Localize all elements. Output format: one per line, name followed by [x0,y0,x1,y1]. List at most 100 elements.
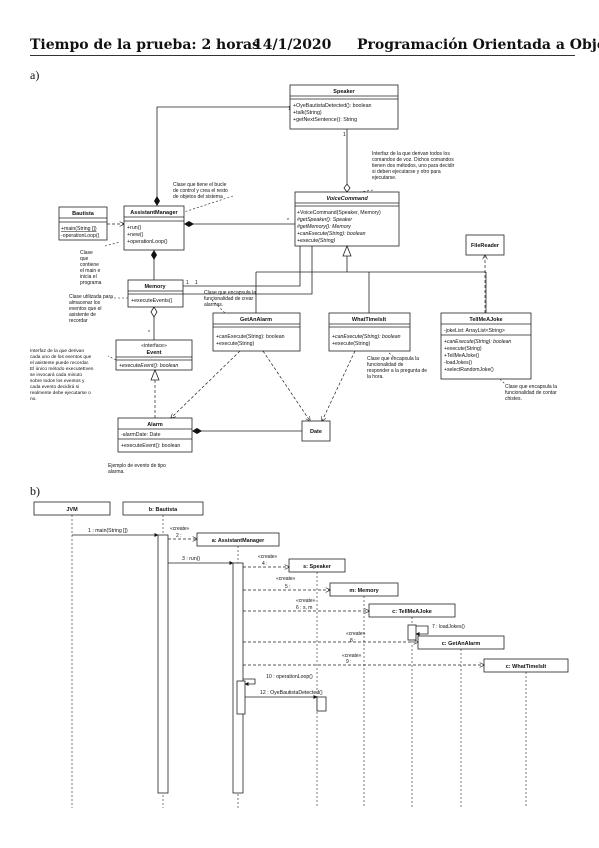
class-getanalarm-op: +execute(String) [216,341,254,347]
note-line: Interfaz de la que derivan todos los [372,151,450,157]
lifeline-assistant: a: AssistantManager [196,532,280,808]
note-get-an-alarm: Clase que encapsula la funcionalidad de … [204,290,256,308]
note-line: funcionalidad de contar [505,390,557,396]
lifeline-what-time-is-it: c: WhatTimeIsIt [483,658,569,808]
note-line: el main e [80,268,101,274]
class-whattime-op: +canExecute(String): boolean [332,334,401,340]
class-voice-op: #getSpeaker(): Speaker [297,217,352,223]
multiplicity: 1 [186,280,189,286]
note-line: funcionalidad de [367,362,404,368]
class-tellmeajoke-op: +canExecute(String): boolean [444,339,511,345]
class-assistant-op: +new() [127,232,144,238]
interface-event-op: +executeEvent(): boolean [119,363,178,369]
class-voice-op: +execute(String) [297,238,335,244]
class-tellmeajoke-name: TellMeAJoke [469,317,502,323]
lifeline-memory: m: Memory [329,582,399,808]
note-line: ejecutarse. [372,175,396,181]
note-line: la hora. [367,374,384,380]
multiplicity: 1 [288,106,291,112]
interface-event: «interface» Event +executeEvent(): boole… [115,339,193,371]
message-label: 8 : [350,638,356,644]
interface-event-name: Event [147,350,162,356]
class-whattime-name: WhatTimeIsIt [352,317,386,323]
class-speaker-op: +OyeBautistaDetected(): boolean [293,103,372,109]
note-line: Clase que encapsula la [367,356,419,362]
note-line: se invocará cada minuto [30,372,82,378]
class-alarm-op: +executeEvent(): boolean [121,443,180,449]
note-line: El único método executeEven [30,366,94,372]
note-tell-me-a-joke: Clase que encapsula la funcionalidad de … [505,384,557,402]
class-voice-op: +VoiceCommand(Speaker, Memory) [297,210,381,216]
multiplicity: 1 [195,280,198,286]
class-speaker-op: +talk(String) [293,110,322,116]
note-line: cada uno de los eventos que [30,354,92,360]
class-whattime-op: +execute(String) [332,341,370,347]
note-line: responder a la pregunta de [367,368,427,374]
note-line: funcionalidad de crear [204,296,254,302]
multiplicity: * [287,218,289,224]
note-line: alarmas. [204,302,223,308]
note-line: Clase que tiene el bucle [173,182,227,188]
message-label: 7 : loadJokes() [432,624,465,630]
note-what-time: Clase que encapsula la funcionalidad de … [367,356,427,380]
class-assistant-op: +run() [127,225,142,231]
class-get-an-alarm: GetAnAlarm +canExecute(String): boolean … [212,312,301,352]
message-label: 6 : s, m [296,605,312,611]
class-speaker-name: Speaker [333,89,355,95]
note-line: almacenar los [69,300,101,306]
note-line: inicia el [80,274,97,280]
lifeline-jvm-label: JVM [66,507,78,513]
message-label: 1 : main(String []) [88,528,128,534]
message-label: «create» [342,653,362,659]
message-label: 4 : [262,561,268,567]
class-relationships [104,106,506,434]
message-label: 9 : [346,659,352,665]
note-line: Clase que encapsula la [204,290,256,296]
class-memory-op: +executeEvents() [131,298,173,304]
header-rule [30,55,575,56]
class-bautista-name: Bautista [72,211,95,217]
note-event: Interfaz de la que derivan cada uno de l… [30,348,94,402]
class-tellmeajoke-op: +TellMeAJoke() [444,353,480,359]
lifeline-bautista: b: Bautista [122,501,204,808]
note-assistant: Clase que tiene el bucle de control y cr… [173,182,228,200]
note-line: Ejemplo de evento de tipo [108,463,166,469]
note-line: chistes. [505,396,522,402]
note-line: Clase [80,250,93,256]
class-tellmeajoke-op: +execute(String) [444,346,482,352]
exam-date: 14/1/2020 [253,37,332,53]
class-memory: Memory +executeEvents() [127,279,184,308]
lifeline-tell-me-a-joke: c: TellMeAJoke [368,603,456,808]
multiplicity: 1 [343,132,346,138]
class-alarm-name: Alarm [147,422,163,428]
class-voice-op: #getMemory(): Memory [297,224,351,230]
class-assistant-manager: AssistantManager +run() +new() +operatio… [123,205,185,251]
note-line: alarma. [108,469,125,475]
lifeline-speaker-label: s: Speaker [303,564,332,570]
class-filereader-name: FileReader [471,243,500,249]
class-bautista-op: +main(String []) [61,226,97,232]
class-file-reader: FileReader [465,234,505,256]
class-speaker-op: +getNextSentence(): String [293,117,357,123]
note-line: programa [80,280,102,286]
note-line: comandos de voz. Dichos comandos [372,157,454,163]
class-assistant-op: +operationLoop() [127,239,168,245]
note-line: realmente debe ejecutarse o [30,390,91,396]
note-line: el asistente puede recordar. [30,360,89,366]
lifeline-speaker: s: Speaker [288,558,346,808]
class-what-time-is-it: WhatTimeIsIt +canExecute(String): boolea… [328,312,411,352]
class-bautista-op: -operationLoop() [61,233,100,239]
note-line: sobre todos los eventos y [30,378,85,384]
note-line: no. [30,397,37,402]
note-line: Clase que encapsula la [505,384,557,390]
class-date: Date [301,420,331,442]
multiplicity: * [148,330,150,336]
class-getanalarm-op: +canExecute(String): boolean [216,334,285,340]
note-line: Interfaz de la que derivan [30,348,84,354]
class-alarm-attr: -alarmDate: Date [121,432,161,438]
lifeline-bautista-label: b: Bautista [149,507,178,513]
interface-event-stereotype: «interface» [141,343,167,349]
class-tellmeajoke-op: -loadJokes() [444,360,472,366]
section-a-label: a) [30,68,40,82]
